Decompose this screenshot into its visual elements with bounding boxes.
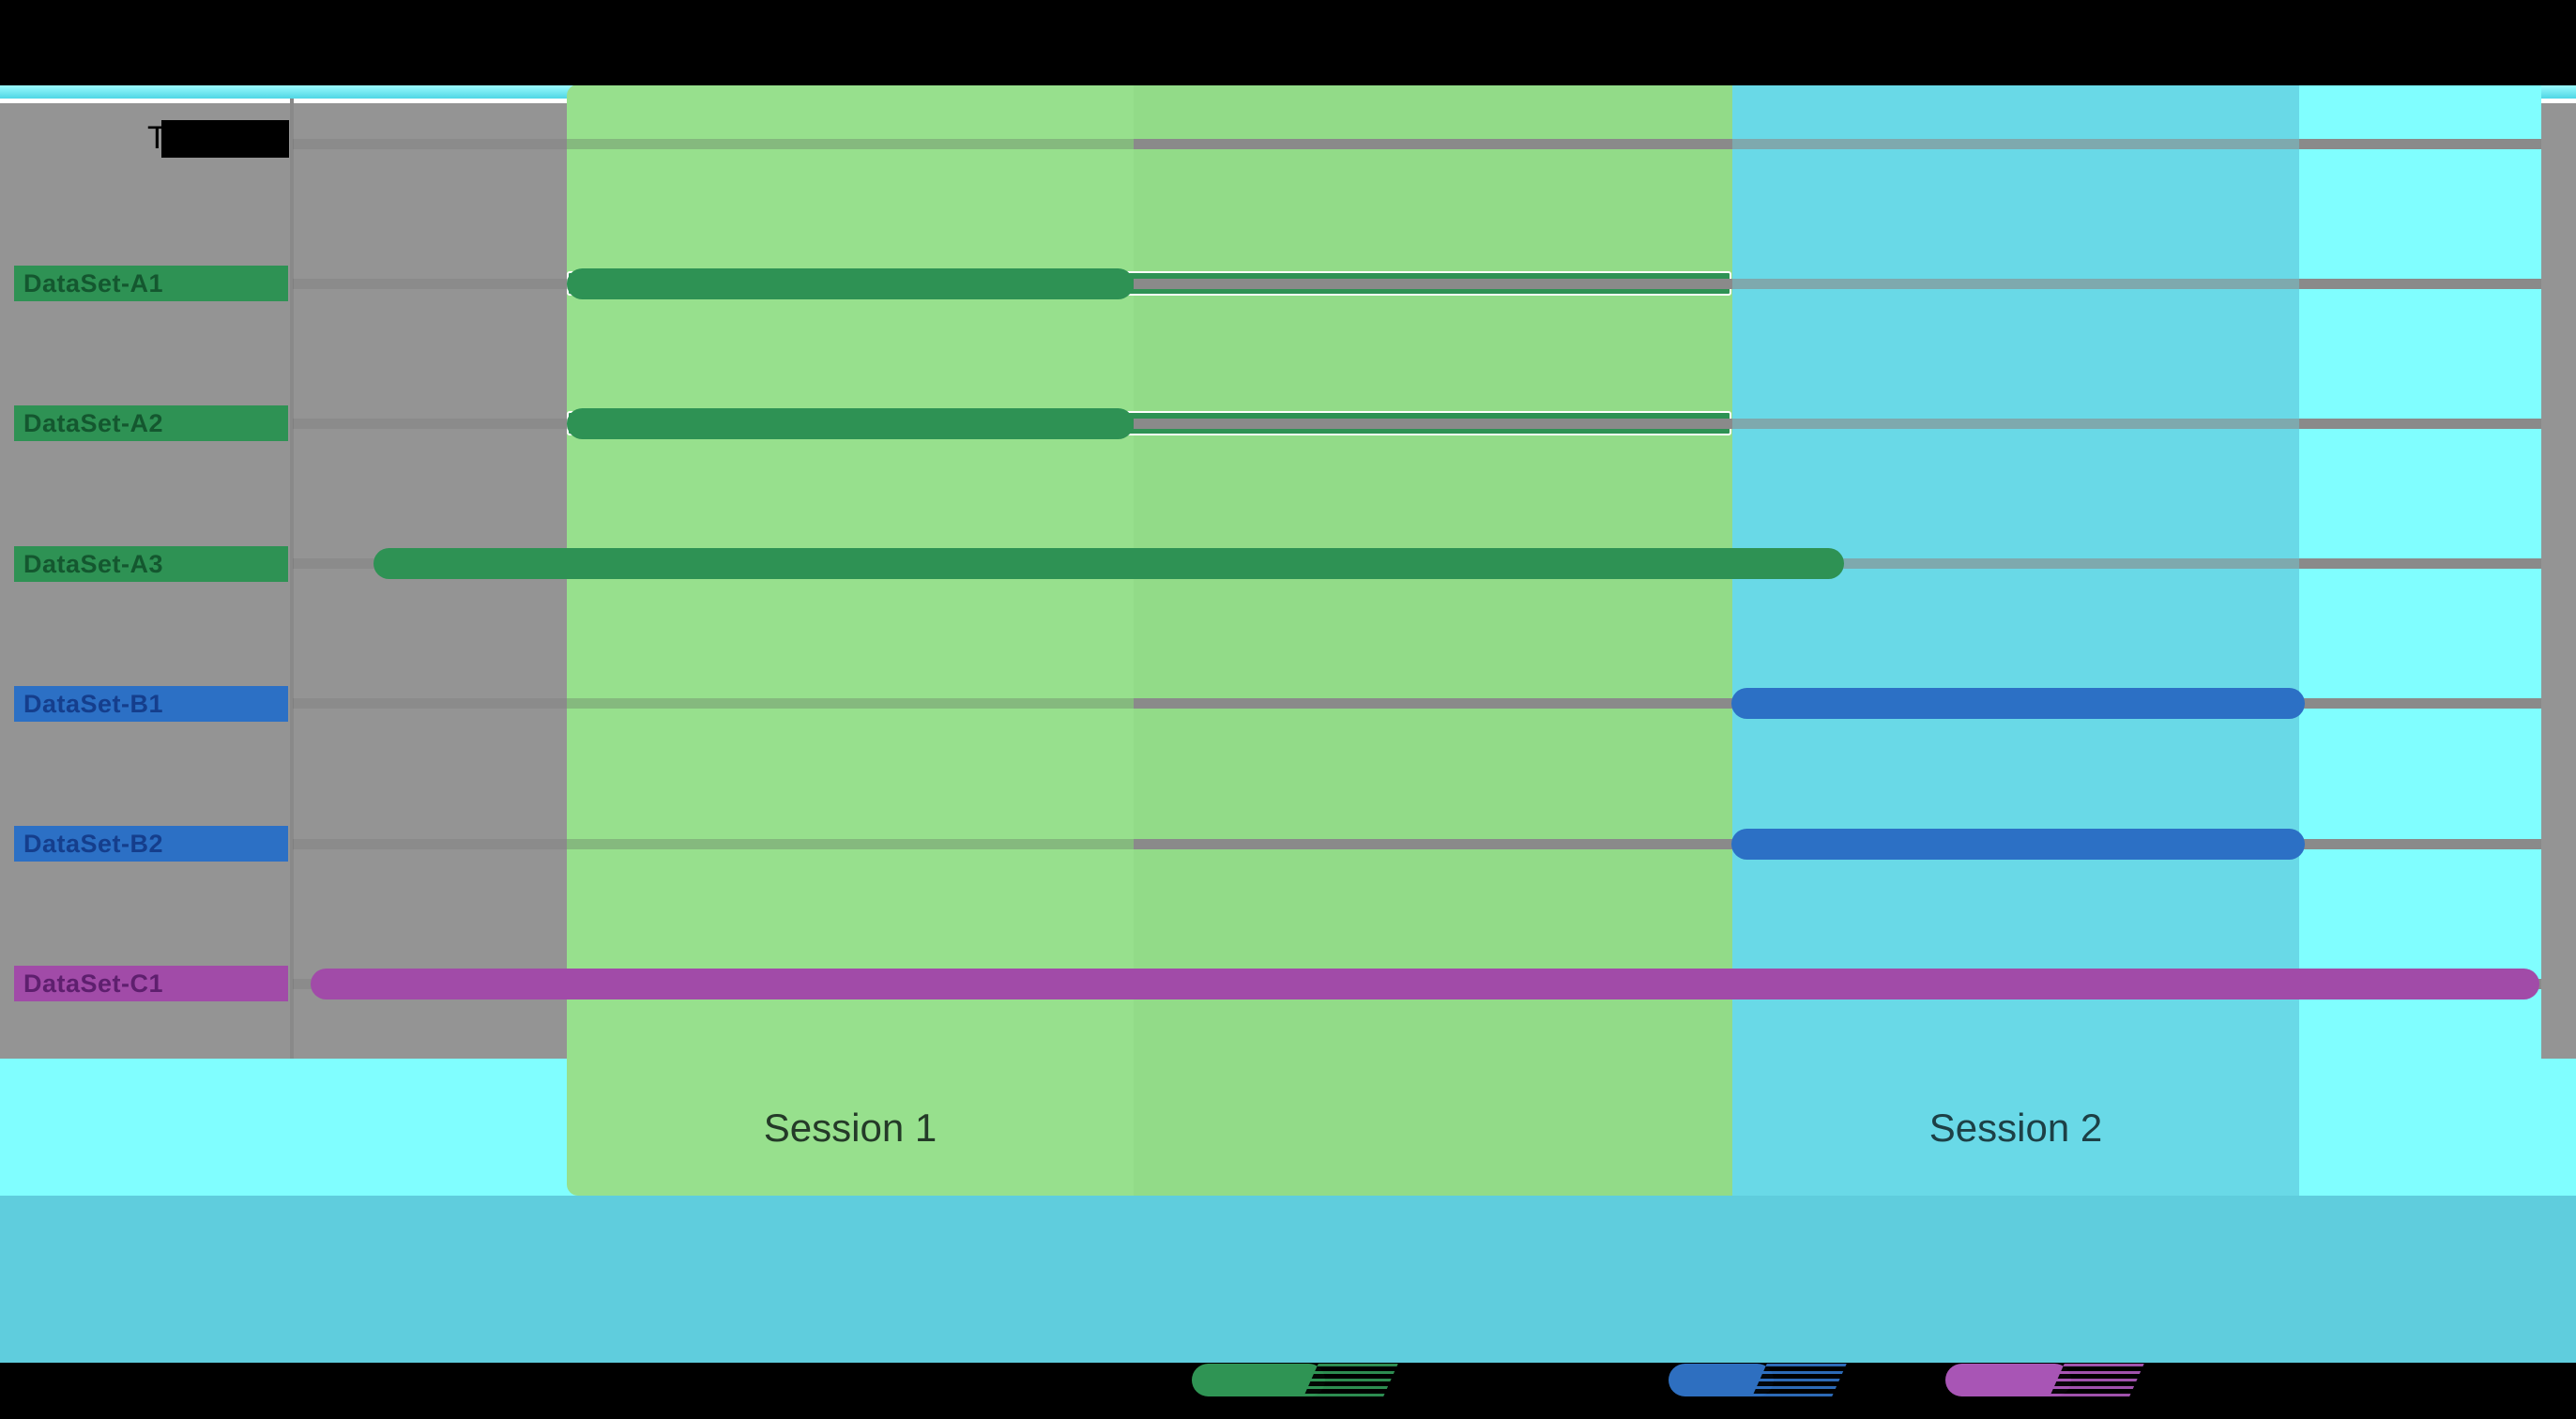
redacted-legend-label <box>1303 1364 1398 1396</box>
row-gridline <box>2299 138 2541 149</box>
row-gridline <box>1134 138 1732 149</box>
row-gridline <box>293 838 567 849</box>
row-gridline <box>1732 138 2299 149</box>
series-purple-swatch <box>1945 1364 2071 1396</box>
row-gridline <box>1134 278 1732 289</box>
row-gridline <box>2299 838 2541 849</box>
task-label: DataSet-C1 <box>14 966 288 1002</box>
series-green-swatch <box>1192 1364 1325 1396</box>
task-label: DataSet-B2 <box>14 826 288 862</box>
row-gridline <box>2299 698 2541 710</box>
row-gridline <box>567 138 1134 149</box>
task-label: DataSet-A3 <box>14 545 288 582</box>
row-gridline <box>2299 418 2541 429</box>
session1-panel-right <box>1134 84 1732 1196</box>
row-gridline <box>1732 558 2299 570</box>
session-1-label: Session 1 <box>763 1106 937 1150</box>
row-gridline <box>1134 698 1732 710</box>
task-label: DataSet-B1 <box>14 685 288 722</box>
row-gridline <box>293 278 567 289</box>
row-gridline <box>293 698 567 710</box>
task-bar <box>567 407 1135 439</box>
row-gridline <box>293 138 567 149</box>
task-bar <box>1731 688 2306 720</box>
session2-panel <box>1732 84 2299 1196</box>
row-gridline <box>567 698 1134 710</box>
row-gridline <box>2299 278 2541 289</box>
redacted-legend-label <box>1752 1364 1847 1396</box>
task-bar <box>1731 828 2306 860</box>
task-bar <box>373 548 1845 580</box>
bottom-cyan-band <box>0 1196 2576 1363</box>
row-gridline <box>293 418 567 429</box>
row-gridline <box>1732 418 2299 429</box>
task-label: DataSet-A1 <box>14 266 288 302</box>
row-gridline <box>1732 278 2299 289</box>
redaction-box-task-header <box>161 120 289 158</box>
task-bar <box>567 267 1135 299</box>
task-column-divider <box>290 99 294 1059</box>
redacted-legend-label <box>2050 1364 2144 1396</box>
task-bar <box>311 968 2539 999</box>
session-2-label: Session 2 <box>1928 1106 2103 1150</box>
row-gridline <box>1134 418 1732 429</box>
row-gridline <box>567 838 1134 849</box>
right-bright-panel <box>2299 84 2541 1196</box>
redaction-top-bar <box>0 0 2576 85</box>
session1-panel-left <box>567 84 1134 1196</box>
task-label: DataSet-A2 <box>14 405 288 442</box>
row-gridline <box>1134 838 1732 849</box>
row-gridline <box>2299 558 2541 570</box>
